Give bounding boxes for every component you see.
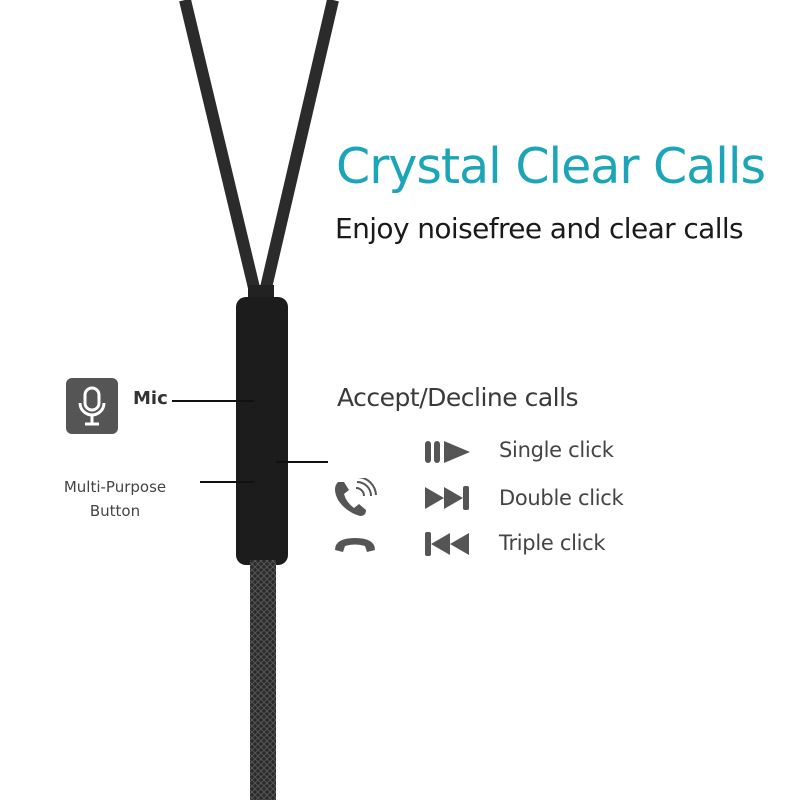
accept-pointer-line [276, 461, 328, 463]
button-pointer-line [200, 481, 254, 483]
triple-click-label: Triple click [499, 531, 606, 555]
double-click-label: Double click [499, 486, 624, 510]
lower-cable [250, 560, 276, 800]
mic-pointer-line [172, 400, 254, 402]
previous-track-icon [425, 532, 469, 556]
right-cable [259, 0, 339, 294]
next-track-icon [425, 486, 469, 510]
headline-title: Crystal Clear Calls [336, 138, 766, 195]
left-cable [179, 0, 261, 294]
hang-up-icon [335, 538, 375, 552]
headline-subtitle: Enjoy noisefree and clear calls [335, 212, 744, 245]
remote-control-body [236, 297, 288, 565]
phone-ringing-icon [335, 478, 377, 516]
mic-icon [66, 378, 118, 434]
single-click-label: Single click [499, 438, 614, 462]
play-pause-icon [425, 441, 470, 463]
multi-purpose-label: Multi-Purpose Button [63, 478, 167, 520]
controls-heading: Accept/Decline calls [337, 383, 579, 412]
mic-label: Mic [133, 388, 168, 409]
